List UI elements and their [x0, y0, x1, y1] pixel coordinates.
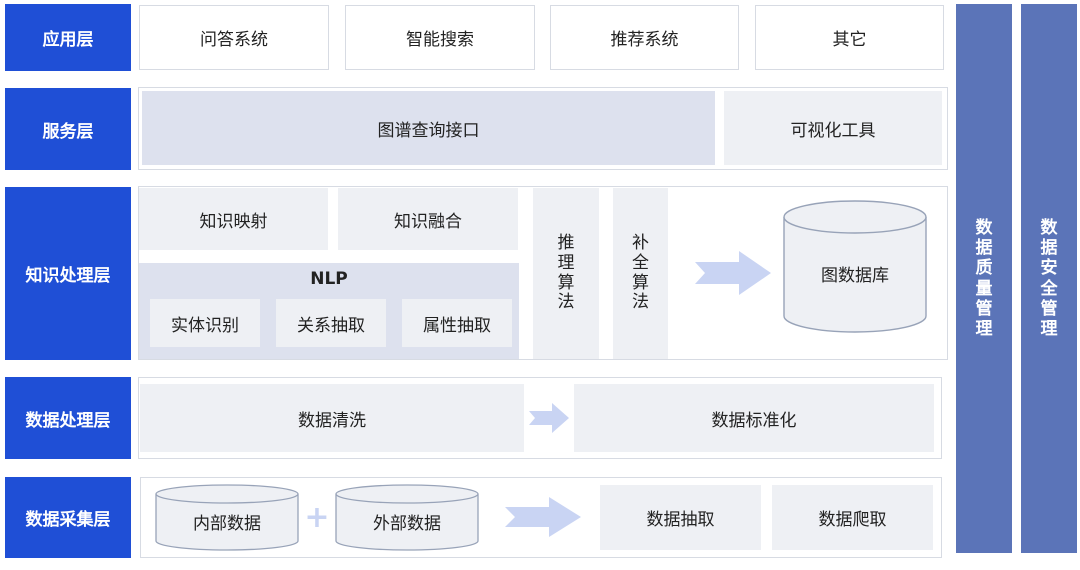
quality-char: 理: [975, 318, 993, 339]
completion-algorithm: 补 全 算 法: [613, 188, 668, 359]
internal-data-cylinder: [155, 484, 299, 551]
layer-label-data-collection: 数据采集层: [5, 477, 131, 558]
plus-icon: +: [304, 499, 330, 535]
data-crawling: 数据爬取: [772, 485, 933, 550]
quality-char: 数: [975, 218, 993, 239]
quality-char: 质: [975, 258, 993, 279]
security-char: 理: [1040, 318, 1058, 339]
graph-db-label: 图数据库: [821, 265, 889, 286]
reasoning-char: 理: [557, 252, 575, 273]
layer-label-service: 服务层: [5, 88, 131, 170]
security-char: 全: [1040, 278, 1058, 299]
security-char: 数: [1040, 218, 1058, 239]
data-standardization: 数据标准化: [574, 384, 934, 452]
completion-char: 补: [632, 233, 649, 254]
nlp-title: NLP: [310, 269, 348, 289]
quality-char: 据: [975, 238, 993, 259]
external-data-label: 外部数据: [373, 513, 441, 534]
external-data-cylinder: [335, 484, 479, 551]
reasoning-char: 法: [557, 292, 575, 313]
arrow-to-standardization: [529, 403, 569, 433]
security-char: 安: [1040, 258, 1058, 279]
internal-data-label: 内部数据: [193, 513, 261, 534]
service-item-graph-query-api: 图谱查询接口: [142, 91, 715, 165]
reasoning-char: 算: [557, 272, 575, 293]
arrow-to-extraction: [505, 497, 581, 537]
completion-char: 法: [632, 292, 649, 313]
nlp-relation-extraction: 关系抽取: [276, 299, 386, 347]
layer-label-application: 应用层: [5, 4, 131, 71]
layer-label-data-processing: 数据处理层: [5, 377, 131, 459]
arrow-to-graph-db: [695, 251, 771, 295]
quality-char: 量: [975, 278, 993, 299]
app-item-recommendation: 推荐系统: [550, 5, 739, 70]
security-char: 据: [1040, 238, 1058, 259]
data-extraction: 数据抽取: [600, 485, 761, 550]
knowledge-fusion: 知识融合: [338, 188, 518, 250]
graph-db-cylinder: [783, 200, 927, 333]
reasoning-algorithm: 推 理 算 法: [533, 188, 599, 359]
reasoning-char: 推: [557, 233, 575, 254]
knowledge-mapping: 知识映射: [139, 188, 328, 250]
security-char: 管: [1040, 298, 1058, 319]
nlp-attribute-extraction: 属性抽取: [402, 299, 512, 347]
data-security-management: 数 据 安 全 管 理: [1021, 4, 1077, 553]
completion-char: 全: [632, 252, 649, 273]
data-quality-management: 数 据 质 量 管 理: [956, 4, 1012, 553]
data-cleaning: 数据清洗: [140, 384, 524, 452]
app-item-smart-search: 智能搜索: [345, 5, 535, 70]
completion-char: 算: [632, 272, 649, 293]
app-item-other: 其它: [755, 5, 944, 70]
nlp-entity-recognition: 实体识别: [150, 299, 260, 347]
service-item-visualization-tool: 可视化工具: [724, 91, 942, 165]
app-item-qa-system: 问答系统: [139, 5, 329, 70]
quality-char: 管: [975, 298, 993, 319]
layer-label-knowledge: 知识处理层: [5, 187, 131, 360]
